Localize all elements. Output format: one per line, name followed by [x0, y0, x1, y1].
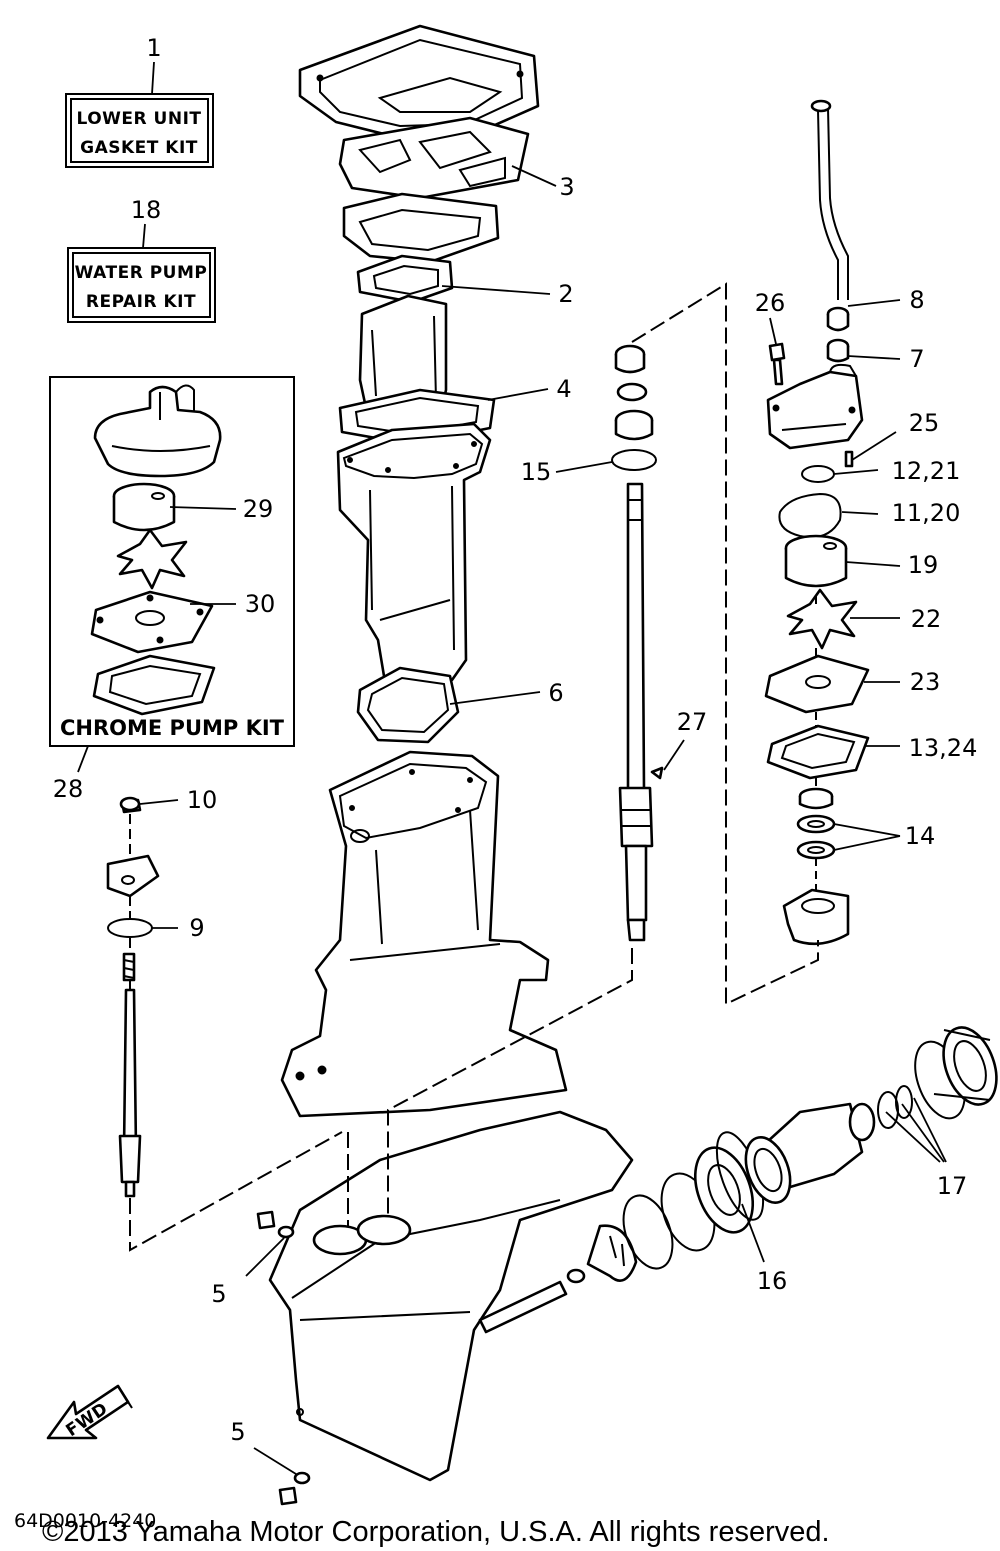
fwd-arrow-icon: FWD	[46, 1384, 133, 1441]
exhaust-seal-6	[356, 666, 460, 744]
callout-16: 16	[757, 1267, 788, 1295]
upper-casing-assembly	[298, 24, 540, 682]
diagram-code: 64D0010-4240	[14, 1510, 156, 1532]
callout-19: 19	[908, 551, 939, 579]
callout-4: 4	[556, 375, 571, 403]
water-pump-kit-line1: WATER PUMP	[75, 263, 208, 283]
callout-28: 28	[53, 775, 84, 803]
callout-5-lower: 5	[230, 1418, 245, 1446]
lower-unit-kit-line1: LOWER UNIT	[76, 109, 201, 129]
callout-29: 29	[243, 495, 274, 523]
callout-2: 2	[558, 280, 573, 308]
callout-17: 17	[937, 1172, 968, 1200]
callout-30: 30	[245, 590, 276, 618]
callout-8: 8	[909, 286, 924, 314]
callout-26: 26	[755, 289, 786, 317]
callout-14: 14	[905, 822, 936, 850]
water-pump-assembly	[764, 99, 870, 946]
callout-3: 3	[559, 173, 574, 201]
callout-5-upper: 5	[211, 1280, 226, 1308]
drive-shaft-assembly	[611, 344, 664, 942]
callout-11-20: 11,20	[892, 499, 961, 527]
chrome-pump-kit-box: CHROME PUMP KIT	[49, 376, 295, 747]
callout-13-24: 13,24	[909, 734, 978, 762]
callout-6: 6	[548, 679, 563, 707]
water-pump-repair-kit: 18 WATER PUMP REPAIR KIT	[67, 196, 216, 323]
callout-22: 22	[911, 605, 942, 633]
callout-10: 10	[187, 786, 218, 814]
lower-unit-gasket-kit: 1 LOWER UNIT GASKET KIT	[65, 34, 214, 168]
callout-27: 27	[677, 708, 708, 736]
water-pump-kit-line2: REPAIR KIT	[86, 292, 196, 312]
lower-unit-kit-line2: GASKET KIT	[80, 138, 198, 158]
callout-18: 18	[131, 196, 162, 224]
callout-12-21: 12,21	[892, 457, 961, 485]
copyright-notice: ©2013 Yamaha Motor Corporation, U.S.A. A…	[42, 1516, 830, 1548]
chrome-pump-kit-label: CHROME PUMP KIT	[60, 716, 285, 740]
callout-23: 23	[910, 668, 941, 696]
lower-casing	[280, 750, 568, 1118]
alignment-lines	[129, 282, 819, 1252]
callout-9: 9	[189, 914, 204, 942]
shift-rod-assembly	[106, 796, 160, 1198]
callout-1: 1	[146, 34, 161, 62]
propeller-shaft-assembly	[478, 1026, 998, 1334]
callout-25: 25	[909, 409, 940, 437]
callout-15: 15	[521, 458, 552, 486]
gear-case	[268, 1110, 634, 1482]
callout-7: 7	[909, 345, 924, 373]
